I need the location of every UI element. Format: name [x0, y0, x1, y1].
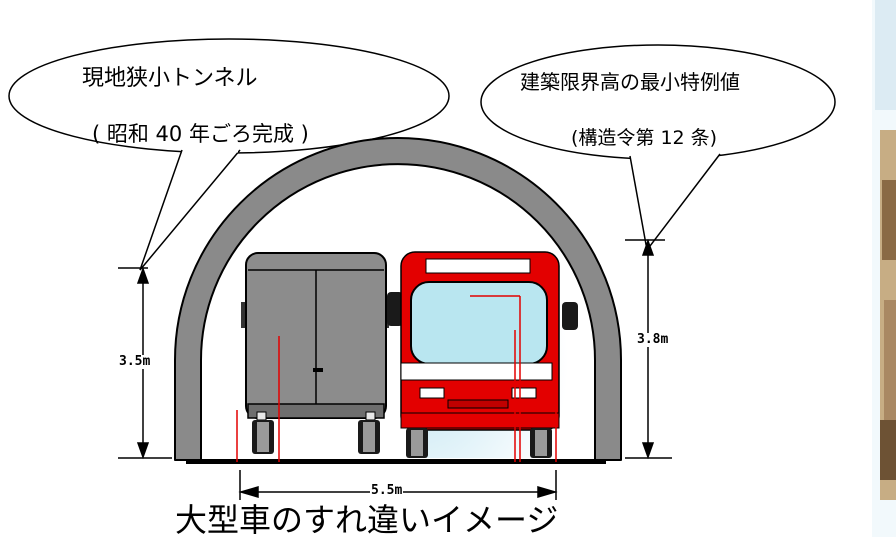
left-height-dimension	[118, 266, 172, 460]
tunnel-arch	[174, 137, 622, 461]
diagram-caption: 大型車のすれ違いイメージ	[175, 501, 559, 539]
bottom-width-label: 5.5m	[370, 483, 404, 498]
right-bubble-subtitle: (構造令第 12 条)	[571, 127, 718, 149]
road-surface	[186, 459, 606, 464]
left-height-label: 3.5m	[118, 354, 152, 369]
bus	[387, 251, 578, 458]
right-bubble-title: 建築限界高の最小特例値	[520, 70, 740, 94]
truck	[241, 252, 389, 454]
left-bubble-title: 現地狭小トンネル	[82, 66, 258, 91]
photo-fragment	[872, 0, 896, 537]
clearance-guide-lines	[236, 295, 557, 462]
right-height-dimension	[625, 238, 672, 460]
left-bubble-subtitle: ( 昭和 40 年ごろ完成 )	[92, 122, 309, 146]
speech-bubble-left	[8, 38, 450, 271]
speech-bubble-right	[480, 44, 836, 252]
right-height-label: 3.8m	[636, 332, 670, 347]
